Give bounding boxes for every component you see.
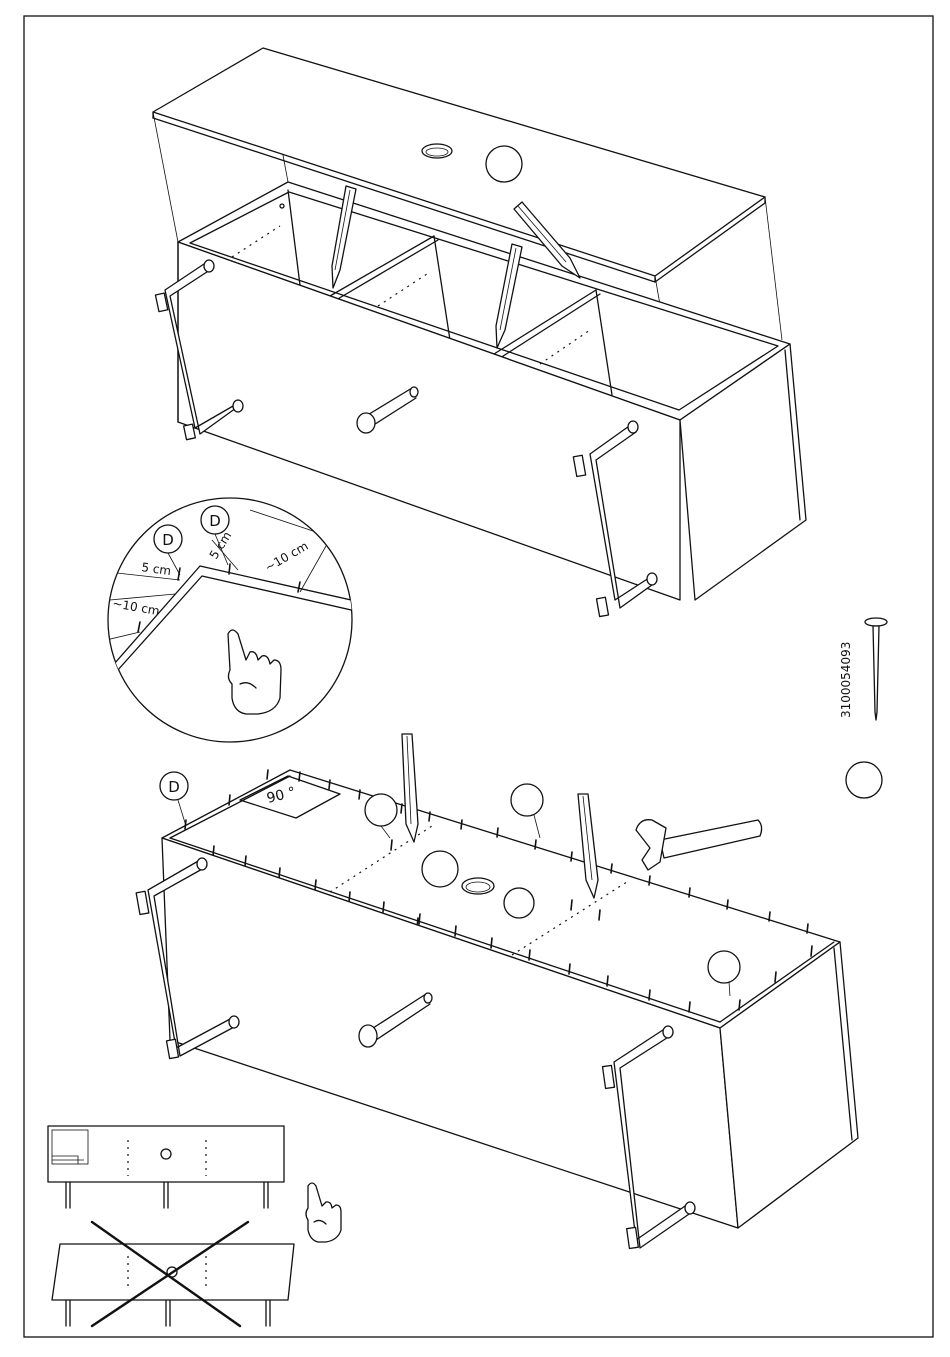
svg-text:D: D: [168, 778, 180, 796]
detail-circle: 5 cm 5 cm ~10 cm ~10 cm D D: [100, 498, 360, 742]
incorrect-orientation-diagram: [52, 1222, 294, 1326]
quantity-circle: [504, 888, 534, 918]
nail-icon: [865, 618, 887, 720]
svg-text:D: D: [162, 531, 174, 549]
quantity-circle-nail: [846, 762, 882, 798]
part-number: 3100054093: [839, 642, 853, 718]
correct-orientation-diagram: [48, 1126, 284, 1208]
quantity-circle: [511, 784, 543, 816]
part-letter-badge: D: [201, 506, 229, 534]
part-letter-badge: D: [154, 525, 182, 553]
hammer-icon: [636, 820, 762, 870]
part-letter-badge: D: [160, 772, 188, 800]
pointing-hand-icon: [306, 1183, 341, 1242]
quantity-circle: [422, 851, 458, 887]
svg-text:D: D: [209, 512, 221, 530]
quantity-circle-top: [486, 146, 522, 182]
quantity-circle: [365, 794, 397, 826]
quantity-circle: [708, 951, 740, 983]
